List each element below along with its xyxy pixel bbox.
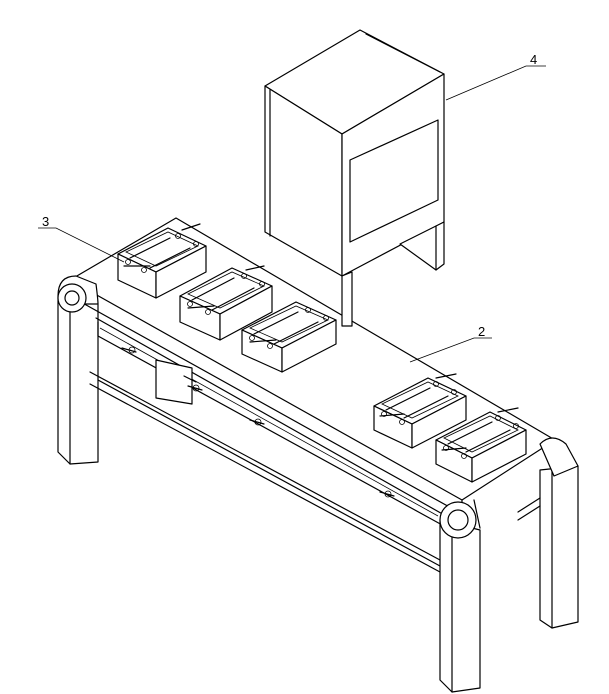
left-roller bbox=[57, 275, 99, 313]
leader-4: 4 bbox=[445, 52, 546, 101]
right-frame-leg bbox=[439, 437, 579, 693]
label-2: 2 bbox=[478, 324, 485, 339]
underside-bolts bbox=[121, 346, 395, 498]
fixture-tray-1 bbox=[117, 223, 207, 299]
fixture-tray-4 bbox=[373, 373, 467, 449]
drive-motor bbox=[155, 359, 197, 405]
fixture-tray-2 bbox=[179, 265, 273, 341]
label-3: 3 bbox=[42, 214, 49, 229]
fixture-tray-5 bbox=[435, 407, 527, 483]
lower-crossbar bbox=[89, 371, 441, 573]
leader-3: 3 bbox=[38, 214, 125, 263]
fixture-tray-3 bbox=[241, 301, 337, 373]
inspection-cabinet bbox=[264, 29, 445, 327]
leader-2: 2 bbox=[409, 324, 492, 363]
label-4: 4 bbox=[530, 52, 537, 67]
